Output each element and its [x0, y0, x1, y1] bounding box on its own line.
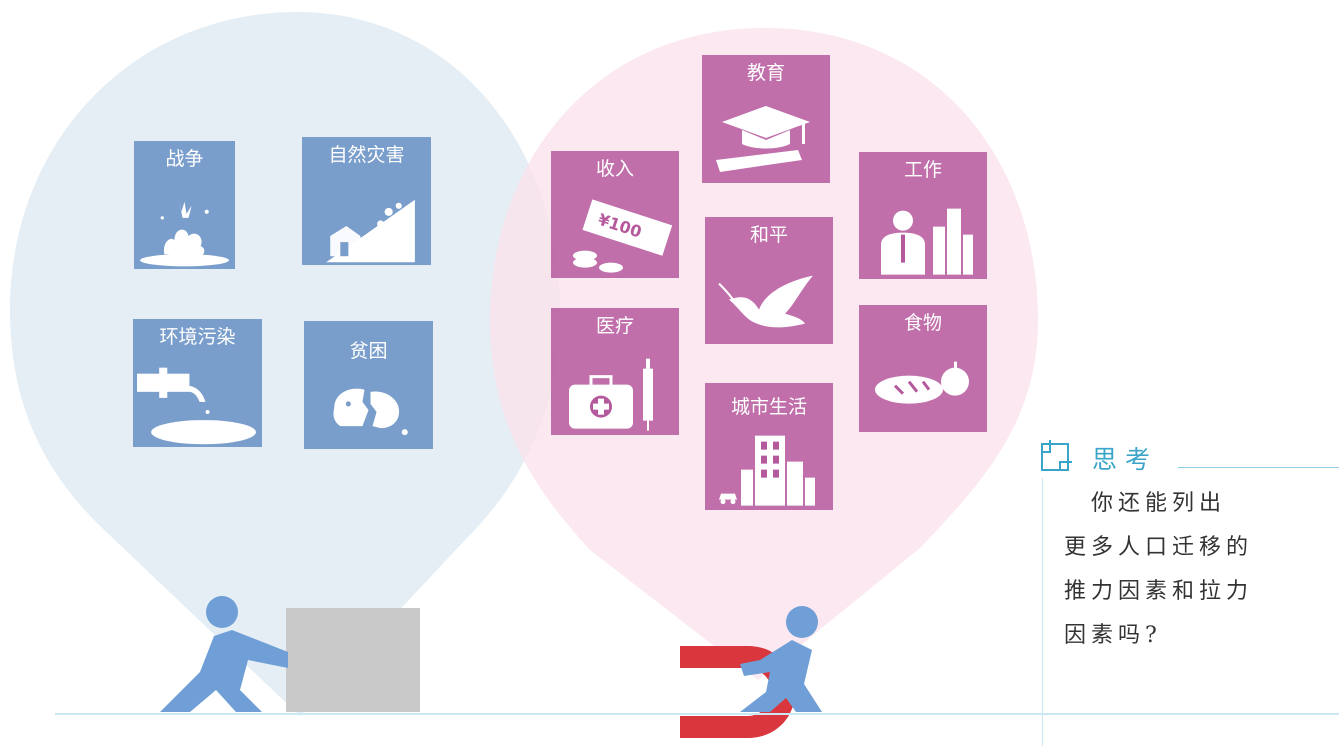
explosion-icon — [134, 187, 235, 269]
push-tile-poverty: 贫困 — [304, 321, 433, 449]
pull-tile-income: 收入 ¥100 — [551, 151, 679, 278]
push-tile-natural-disaster: 自然灾害 — [302, 137, 431, 265]
think-line: 因素吗? — [1064, 623, 1162, 648]
think-icon — [1041, 440, 1072, 471]
pull-tile-education: 教育 — [702, 55, 830, 183]
pull-tile-city-life: 城市生活 — [705, 383, 833, 510]
push-bubble — [10, 12, 560, 716]
dove-icon — [705, 263, 833, 344]
pushing-person-icon — [160, 596, 288, 712]
pull-tile-peace: 和平 — [705, 217, 833, 344]
pull-tile-food: 食物 — [859, 305, 987, 432]
think-line: 推力因素和拉力 — [1064, 579, 1254, 604]
money-icon: ¥100 — [551, 197, 679, 278]
pull-tile-work: 工作 — [859, 152, 987, 279]
push-tile-war: 战争 — [134, 141, 235, 269]
pull-tile-medical: 医疗 — [551, 308, 679, 435]
think-panel: 思考 你还能列出 更多人口迁移的 推力因素和拉力 因素吗? — [1040, 438, 1339, 746]
tile-label: 工作 — [903, 160, 942, 181]
tile-label: 食物 — [903, 313, 942, 334]
bread-apple-icon — [859, 351, 987, 432]
tile-label: 自然灾害 — [328, 145, 405, 166]
tile-label: 战争 — [165, 149, 204, 170]
tile-label: 环境污染 — [159, 327, 236, 348]
think-question: 你还能列出 更多人口迁移的 推力因素和拉力 因素吗? — [1064, 482, 1334, 658]
push-tile-pollution: 环境污染 — [133, 319, 262, 447]
pushed-box — [286, 608, 420, 712]
tile-label: 收入 — [595, 159, 634, 180]
tile-label: 贫困 — [349, 341, 388, 362]
think-title-underline — [1178, 467, 1339, 468]
think-side-line — [1042, 478, 1043, 746]
tile-label: 和平 — [749, 225, 788, 246]
landslide-icon — [302, 183, 431, 265]
tile-label: 城市生活 — [730, 397, 807, 418]
pulling-person-icon — [740, 606, 822, 712]
tile-label: 教育 — [746, 63, 785, 84]
medical-kit-icon — [551, 354, 679, 435]
city-building-icon — [705, 429, 833, 510]
tile-label: 医疗 — [595, 316, 634, 337]
think-line: 你还能列出 — [1064, 491, 1227, 516]
worker-building-icon — [859, 198, 987, 279]
pollution-pipe-icon — [133, 365, 262, 447]
think-title: 思考 — [1092, 445, 1159, 474]
ground-line — [55, 713, 1339, 715]
think-line: 更多人口迁移的 — [1064, 535, 1254, 560]
graduation-cap-icon — [702, 101, 830, 183]
broken-piggy-bank-icon — [304, 367, 433, 449]
